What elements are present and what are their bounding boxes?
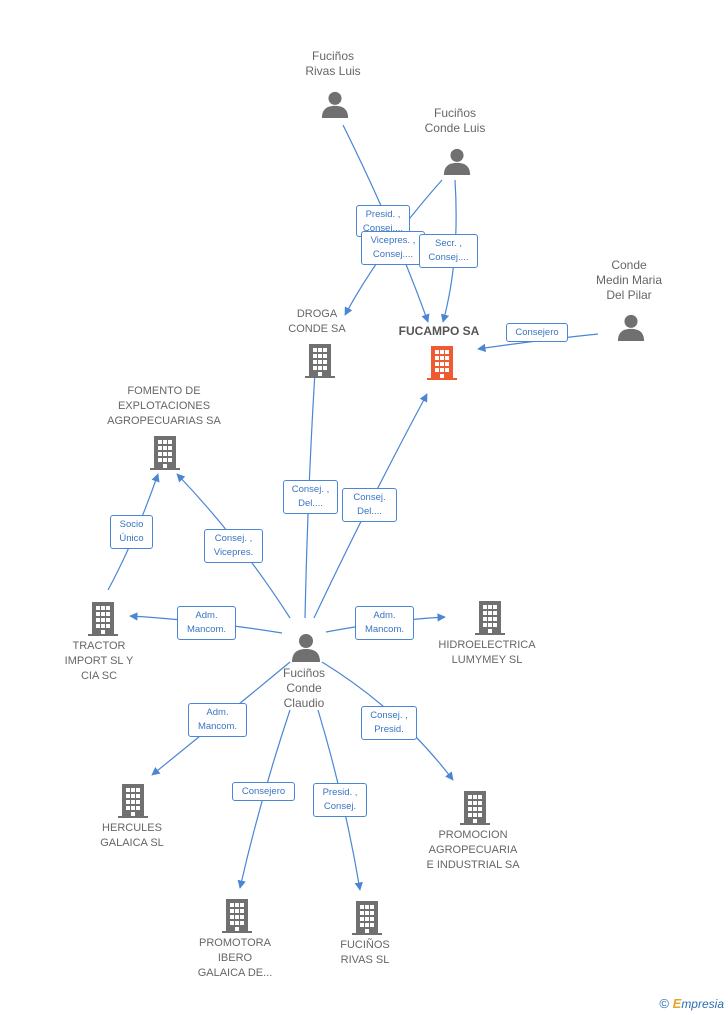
edge-label-secr[interactable]: Secr. , Consej.... <box>419 234 478 268</box>
edge-label-consej-del-fucampo[interactable]: Consej. Del.... <box>342 488 397 522</box>
edge-label-adm-hercules[interactable]: Adm. Mancom. <box>188 703 247 737</box>
edge-label-consej-del-droga[interactable]: Consej. , Del.... <box>283 480 338 514</box>
company-label-hidro[interactable]: HIDROELECTRICA LUMYMEY SL <box>438 639 536 666</box>
edge-label-socio-unico[interactable]: Socio Único <box>110 515 153 549</box>
edge-label-consej-presid[interactable]: Consej. , Presid. <box>361 706 417 740</box>
edge-label-consejero-medin[interactable]: Consejero <box>506 323 568 342</box>
person-label-claudio[interactable]: Fuciños Conde Claudio <box>282 666 326 710</box>
edge-label-adm-tractor[interactable]: Adm. Mancom. <box>177 606 236 640</box>
edge-label-adm-hidro[interactable]: Adm. Mancom. <box>355 606 414 640</box>
claudio-person-icon[interactable] <box>292 634 320 662</box>
fucampo-building-icon[interactable] <box>427 346 457 380</box>
company-label-fucampo[interactable]: FUCAMPO SA <box>398 324 480 338</box>
edge-label-vicepres[interactable]: Vicepres. , Consej.... <box>361 231 425 265</box>
edge-label-presid-consej-bottom[interactable]: Presid. , Consej. <box>313 783 367 817</box>
company-label-promocion[interactable]: PROMOCION AGROPECUARIA E INDUSTRIAL SA <box>426 829 520 871</box>
rivas-luis-person-icon[interactable] <box>321 91 349 118</box>
empresia-logo-initial: E <box>672 996 682 1011</box>
promocion-building-icon[interactable] <box>460 791 490 825</box>
person-label-medin[interactable]: Conde Medin Maria Del Pilar <box>595 258 663 302</box>
promotora-building-icon[interactable] <box>222 899 252 933</box>
fomento-building-icon[interactable] <box>150 436 180 470</box>
company-label-hercules[interactable]: HERCULES GALAICA SL <box>100 822 164 849</box>
company-label-promotora[interactable]: PROMOTORA IBERO GALAICA DE... <box>197 937 273 979</box>
edge-label-consej-vicepres[interactable]: Consej. , Vicepres. <box>204 529 263 563</box>
hidro-building-icon[interactable] <box>475 601 505 635</box>
droga-building-icon[interactable] <box>305 344 335 378</box>
conde-luis-person-icon[interactable] <box>443 148 471 175</box>
hercules-building-icon[interactable] <box>118 784 148 818</box>
edge-label-consejero-promotora[interactable]: Consejero <box>232 782 295 801</box>
company-label-droga[interactable]: DROGA CONDE SA <box>288 308 346 335</box>
tractor-building-icon[interactable] <box>88 602 118 636</box>
company-label-fomento[interactable]: FOMENTO DE EXPLOTACIONES AGROPECUARIAS S… <box>107 385 221 427</box>
company-label-fucinos-rivas[interactable]: FUCIÑOS RIVAS SL <box>340 939 390 966</box>
copyright-symbol: © <box>659 996 670 1011</box>
copyright-notice: © Empresia <box>659 996 724 1011</box>
company-label-tractor[interactable]: TRACTOR IMPORT SL Y CIA SC <box>64 640 134 682</box>
person-label-conde-luis[interactable]: Fuciños Conde Luis <box>424 106 486 135</box>
empresia-logo-text: mpresia <box>681 997 724 1011</box>
person-label-rivas-luis[interactable]: Fuciños Rivas Luis <box>305 49 361 78</box>
fucinos-rivas-building-icon[interactable] <box>352 901 382 935</box>
medin-person-icon[interactable] <box>617 314 645 341</box>
